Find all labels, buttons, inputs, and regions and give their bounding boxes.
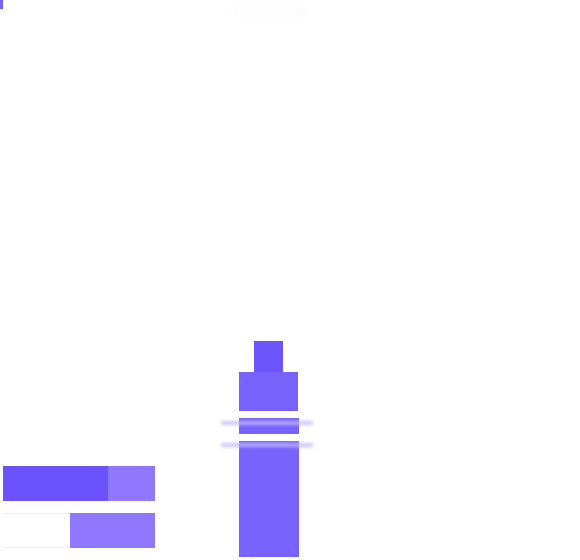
stacked-bar-1 (3, 466, 155, 501)
column-glow-line-1 (221, 421, 313, 425)
bar-2-segment-light (69, 513, 155, 548)
column-head (239, 372, 298, 411)
stacked-bar-2 (3, 513, 155, 548)
bar-1-segment-filled (3, 466, 108, 501)
bar-1-segment-light (107, 466, 155, 501)
column-glow-line-2 (221, 443, 313, 447)
column-body (239, 441, 299, 557)
bar-2-segment-empty (3, 513, 70, 548)
column-nub (0, 0, 3, 9)
faint-top-mark (232, 9, 308, 15)
column-cap (254, 341, 283, 373)
